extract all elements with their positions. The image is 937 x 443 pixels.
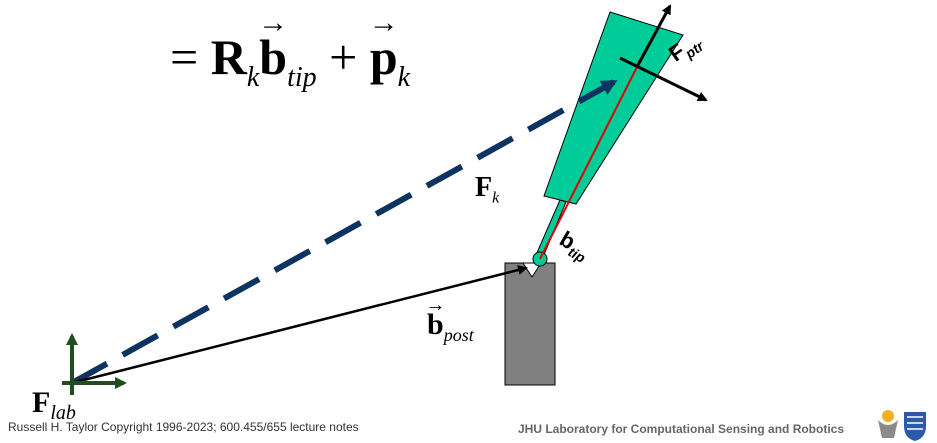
jhu-shield-logo-icon — [878, 410, 926, 441]
lab-name-text: JHU Laboratory for Computational Sensing… — [518, 422, 845, 436]
equals-sign: = — [170, 29, 199, 85]
tip-vector-line — [539, 64, 639, 260]
copyright-text: Russell H. Taylor Copyright 1996-2023; 6… — [8, 420, 359, 434]
pointer-frame-axes — [619, 4, 708, 102]
frame-k-label: Fk — [475, 172, 500, 207]
frame-k-dashed-line — [70, 79, 618, 386]
b-post-label: →bpost — [425, 294, 474, 345]
b-post-arrow-icon: → — [425, 294, 446, 316]
rotation-symbol: R — [210, 29, 247, 85]
frame-lab-label: Flab — [32, 386, 76, 424]
position-vector-symbol: →p — [368, 6, 399, 85]
b-post-vector-line — [71, 265, 528, 385]
tip-vector-arrow-icon: → — [258, 6, 289, 39]
post-block — [504, 262, 556, 386]
rotation-subscript: k — [246, 62, 260, 93]
position-vector-arrow-icon: → — [368, 6, 399, 39]
position-subscript: k — [397, 62, 411, 93]
lab-frame-axes — [62, 333, 127, 395]
plus-sign: + — [329, 29, 358, 85]
tip-subscript: tip — [287, 62, 317, 93]
transform-equation: = Rk→btip + →pk — [170, 6, 411, 94]
tip-vector-symbol: →b — [258, 6, 289, 85]
pointer-tool — [532, 11, 684, 267]
